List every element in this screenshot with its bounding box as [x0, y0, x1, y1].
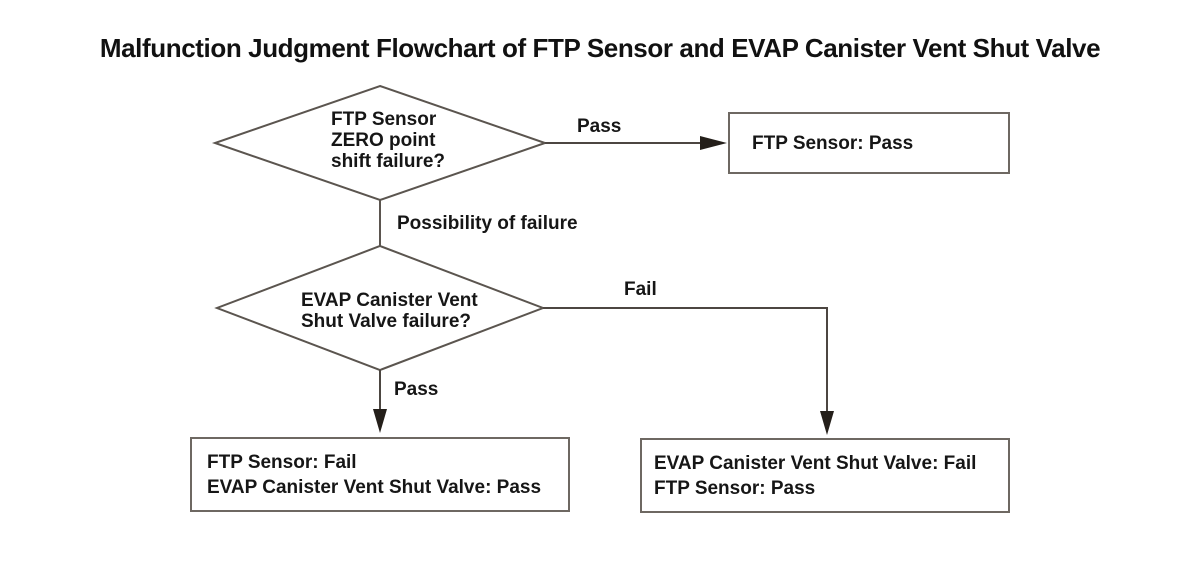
edge-label-pass-right: Pass	[577, 116, 622, 137]
result-line: FTP Sensor: Pass	[752, 132, 914, 154]
decision-ftp-zero-shift-label: FTP Sensor ZERO point shift failure?	[331, 109, 445, 172]
arrow-pass-right-head	[700, 136, 727, 150]
decision-line: shift failure?	[331, 151, 446, 172]
result-line: FTP Sensor: Fail	[207, 451, 357, 473]
result-box-evap-valve-fail: EVAP Canister Vent Shut Valve: Fail FTP …	[640, 438, 1010, 513]
result-box-ftp-sensor-pass: FTP Sensor: Pass	[728, 112, 1010, 174]
decision-line: EVAP Canister Vent	[301, 290, 478, 311]
arrow-pass-down-head	[373, 409, 387, 433]
arrow-fail-line	[543, 307, 828, 413]
result-line: EVAP Canister Vent Shut Valve: Fail	[654, 452, 977, 474]
decision-line: ZERO point	[331, 130, 436, 151]
result-line: EVAP Canister Vent Shut Valve: Pass	[207, 476, 542, 498]
arrow-fail-head	[820, 411, 834, 435]
result-line: FTP Sensor: Pass	[654, 477, 816, 499]
result-box-ftp-sensor-fail: FTP Sensor: Fail EVAP Canister Vent Shut…	[190, 437, 570, 512]
decision-line: FTP Sensor	[331, 109, 437, 130]
decision-line: Shut Valve failure?	[301, 311, 471, 332]
edge-label-pass-down: Pass	[394, 379, 439, 400]
edge-label-possibility-of-failure: Possibility of failure	[397, 213, 578, 234]
edge-label-fail: Fail	[624, 279, 657, 300]
decision-evap-valve-label: EVAP Canister Vent Shut Valve failure?	[301, 290, 478, 332]
flowchart-title: Malfunction Judgment Flowchart of FTP Se…	[99, 33, 1101, 63]
